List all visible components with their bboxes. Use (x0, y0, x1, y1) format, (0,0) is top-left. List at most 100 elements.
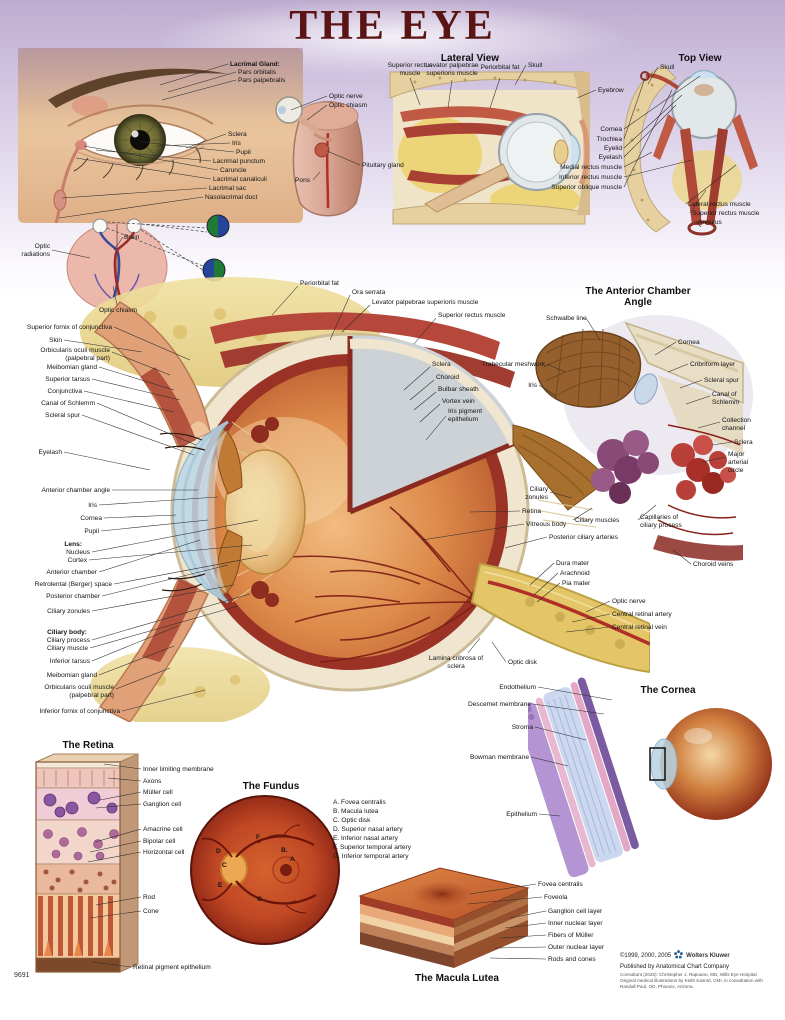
main_eye-label-28: Ciliary zonules (47, 608, 90, 615)
main_eye-label-31: Ciliary muscle (46, 645, 88, 652)
top_view-label-5: Medial rectus muscle (560, 164, 622, 171)
anterior_chamber-label-5: Scleral spur (704, 377, 739, 384)
lateral_view-label-0: Superior rectus muscle (387, 62, 433, 77)
main_eye-label-43: Central retinal artery (612, 611, 672, 618)
main_eye-label-6: Bulbar sheath (438, 386, 479, 393)
lateral_view-label-2: Periorbital fat (480, 64, 520, 71)
cornea-eye-illustration (649, 708, 772, 820)
main_eye-label-2: Levator palpebrae superioris muscle (372, 299, 479, 306)
cornea-label-1: Descemet membrane (467, 701, 531, 708)
lateral_view-label-3: Skull (528, 62, 543, 69)
anterior_chamber-label-3: Cornea (678, 339, 700, 346)
main_eye-label-27: Posterior chamber (46, 593, 100, 600)
main_eye-label-40: Arachnoid (560, 570, 590, 577)
main_eye-label-21: Pupil (84, 528, 99, 535)
anterior_chamber-label-8: Sclera (734, 439, 753, 446)
top_view-label-3: Eyelid (604, 145, 622, 152)
anterior_chamber-label-12: Capillaries of ciliary process (640, 514, 682, 529)
fundus-label-11: A (290, 856, 295, 863)
external_eye-label-3: Sclera (228, 131, 247, 138)
retina-label-0: Inner limiting membrane (143, 766, 214, 773)
macula-label-5: Outer nuclear layer (548, 944, 605, 951)
main_eye-label-9: Superior fornix of conjunctiva (26, 324, 112, 331)
section-title-macula-lutea: The Macula Lutea (415, 973, 499, 984)
fundus-illustration (190, 795, 340, 945)
fundus-label-12: F (256, 834, 261, 841)
main_eye-label-1: Ora serrata (352, 289, 386, 296)
retina-label-3: Ganglion cell (143, 801, 182, 808)
main_eye-label-13: Superior tarsus (45, 376, 90, 383)
macula-label-2: Ganglion cell layer (548, 908, 603, 915)
brainstem-label-3: Pons (295, 177, 311, 184)
retina-label-9: Retinal pigment epithelium (133, 964, 211, 971)
item-number: 9691 (14, 972, 30, 979)
copyright-text: ©1999, 2000, 2005 (620, 953, 672, 959)
main_eye-label-35: Inferior fornix of conjunctiva (39, 708, 120, 715)
fundus-label-5: F. Superior temporal artery (333, 844, 412, 851)
credits-fine-line-2: Original medical illustrations by Keith … (620, 978, 763, 984)
main_eye-label-33: Meibomian gland (46, 672, 97, 679)
section-title-cornea: The Cornea (640, 685, 696, 696)
main_eye-label-29: Ciliary body: (47, 629, 87, 636)
external_eye-label-10: Nasolacrimal duct (205, 194, 258, 201)
main_eye-label-36: Retina (522, 508, 542, 515)
retina-label-4: Amacrine cell (143, 826, 183, 833)
main_eye-label-15: Canal of Schlemm (41, 400, 95, 407)
cornea-layers-illustration (528, 677, 639, 877)
section-title-lateral-view: Lateral View (440, 53, 500, 64)
external_eye-label-4: Iris (232, 140, 241, 147)
cornea-label-4: Epithelium (506, 811, 537, 818)
retina-label-5: Bipolar cell (143, 838, 176, 845)
external_eye-label-9: Lacrimal sac (209, 185, 247, 192)
main_eye-label-42: Optic nerve (612, 598, 646, 605)
main_eye-label-7: Vortex vein (442, 398, 475, 405)
main_eye-label-17: Eyelash (38, 449, 62, 456)
macula-label-3: Inner nuclear layer (548, 920, 603, 927)
anterior_chamber-label-9: Major arterial circle (728, 451, 749, 474)
fundus-label-10: B. (281, 847, 288, 854)
fundus-label-8: C (222, 862, 227, 869)
external_eye-label-8: Lacrimal canaliculi (213, 176, 267, 183)
visual_field-label-2: Optic chiasm (98, 307, 138, 314)
main_eye-label-23: Nucleus (66, 549, 90, 556)
main_eye-label-20: Cornea (80, 515, 102, 522)
anterior_chamber-label-13: Choroid veins (693, 561, 734, 568)
macula-label-1: Foveola (544, 894, 568, 901)
visual_field-label-0: Optic radiations (21, 243, 50, 258)
external_eye-label-6: Lacrimal punctum (213, 158, 266, 165)
top_view-label-6: Inferior rectus muscle (558, 174, 622, 181)
anterior_chamber-label-10: Ciliary zonules (525, 486, 548, 501)
top_view-label-1: Cornea (600, 126, 622, 133)
cornea-label-3: Bowman membrane (469, 754, 529, 761)
main_eye-label-3: Superior rectus muscle (438, 312, 506, 319)
anterior_chamber-label-7: Collection channel (722, 417, 751, 432)
retina-label-8: Cone (143, 908, 159, 915)
brainstem-label-0: Optic nerve (329, 93, 363, 100)
main_eye-label-38: Posterior ciliary arteries (549, 534, 618, 541)
main_eye-label-22: Lens: (64, 541, 82, 548)
brainstem-label-1: Optic chiasm (329, 102, 368, 109)
external_eye-label-2: Pars palpebralis (238, 77, 286, 84)
external_eye-label-1: Pars orbitalis (238, 69, 277, 76)
section-title-top-view: Top View (678, 53, 722, 64)
top_view-label-9: Superior rectus muscle (692, 210, 760, 217)
anterior_chamber-label-11: Ciliary muscles (575, 517, 620, 524)
main_eye-label-25: Anterior chamber (46, 569, 97, 576)
main_eye-label-24: Cortex (67, 557, 87, 564)
fundus-label-1: B. Macula lutea (333, 808, 379, 815)
section-title-retina: The Retina (62, 740, 114, 751)
anterior_chamber-label-2: Iris (528, 382, 537, 389)
fundus-label-3: D. Superior nasal artery (333, 826, 403, 833)
page-title: THE EYE (289, 3, 496, 49)
external_eye-label-7: Caruncle (220, 167, 247, 174)
credits-fine-line-3: Randall Paul, OD, Phoenix, Arizona. (620, 984, 694, 990)
main_eye-label-30: Ciliary process (46, 637, 90, 644)
section-title-anterior-chamber-angle: The Anterior Chamber Angle (585, 286, 691, 308)
publisher-line: Published by Anatomical Chart Company (620, 964, 730, 970)
external_eye-label-5: Pupil (236, 149, 251, 156)
visual_field-label-1: Brain (124, 234, 140, 241)
credits-block: ©1999, 2000, 2005 Wolters Kluwer Publish… (620, 950, 778, 991)
macula-label-0: Fovea centralis (538, 881, 583, 888)
brand-name: Wolters Kluwer (686, 953, 730, 959)
